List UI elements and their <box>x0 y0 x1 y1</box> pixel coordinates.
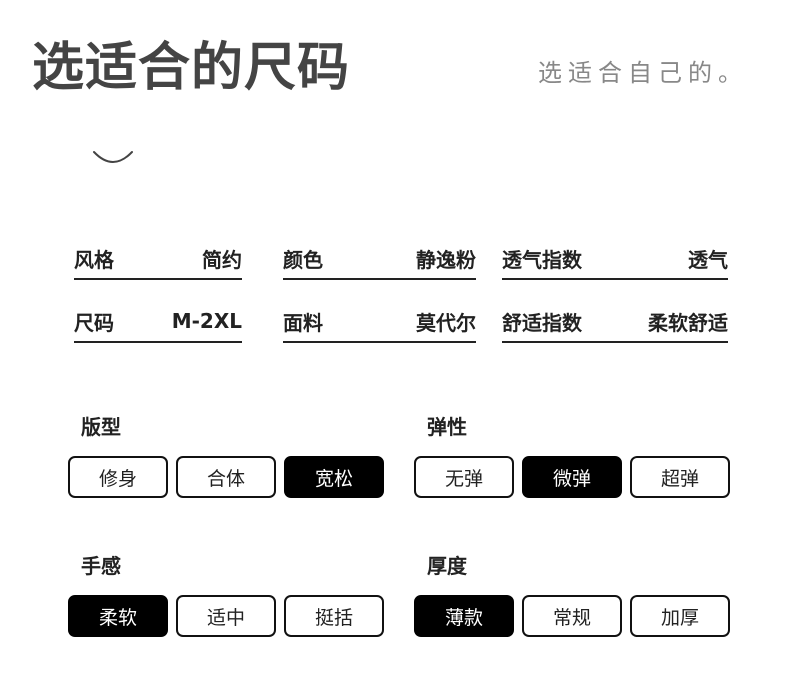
thickness-option-regular[interactable]: 常规 <box>522 595 622 637</box>
spec-value: 透气 <box>688 247 728 272</box>
spec-breathability: 透气指数 透气 <box>502 238 728 280</box>
thickness-option-thin[interactable]: 薄款 <box>414 595 514 637</box>
spec-value: 莫代尔 <box>416 310 476 335</box>
page-subtitle: 选适合自己的。 <box>538 59 748 87</box>
spec-value: 柔软舒适 <box>648 310 728 335</box>
thickness-label: 厚度 <box>427 554 467 578</box>
spec-size: 尺码 M-2XL <box>74 301 242 343</box>
feel-option-stiff[interactable]: 挺括 <box>284 595 384 637</box>
spec-color: 颜色 静逸粉 <box>283 238 476 280</box>
feel-option-medium[interactable]: 适中 <box>176 595 276 637</box>
page-title: 选适合的尺码 <box>32 38 351 98</box>
spec-label: 面料 <box>283 310 323 335</box>
elasticity-label: 弹性 <box>427 415 467 439</box>
spec-label: 透气指数 <box>502 247 582 272</box>
spec-label: 尺码 <box>74 310 114 335</box>
fit-option-regular[interactable]: 合体 <box>176 456 276 498</box>
elasticity-option-high[interactable]: 超弹 <box>630 456 730 498</box>
spec-fabric: 面料 莫代尔 <box>283 301 476 343</box>
spec-value: M-2XL <box>171 309 242 333</box>
elasticity-option-none[interactable]: 无弹 <box>414 456 514 498</box>
fit-label: 版型 <box>81 415 121 439</box>
spec-label: 风格 <box>74 247 114 272</box>
fit-option-slim[interactable]: 修身 <box>68 456 168 498</box>
spec-comfort: 舒适指数 柔软舒适 <box>502 301 728 343</box>
thickness-option-thick[interactable]: 加厚 <box>630 595 730 637</box>
spec-value: 静逸粉 <box>416 247 476 272</box>
spec-value: 简约 <box>202 247 242 272</box>
spec-label: 颜色 <box>283 247 323 272</box>
fit-option-loose[interactable]: 宽松 <box>284 456 384 498</box>
feel-label: 手感 <box>81 554 121 578</box>
feel-option-soft[interactable]: 柔软 <box>68 595 168 637</box>
elasticity-option-slight[interactable]: 微弹 <box>522 456 622 498</box>
smile-icon <box>93 151 133 163</box>
spec-style: 风格 简约 <box>74 238 242 280</box>
spec-label: 舒适指数 <box>502 310 582 335</box>
